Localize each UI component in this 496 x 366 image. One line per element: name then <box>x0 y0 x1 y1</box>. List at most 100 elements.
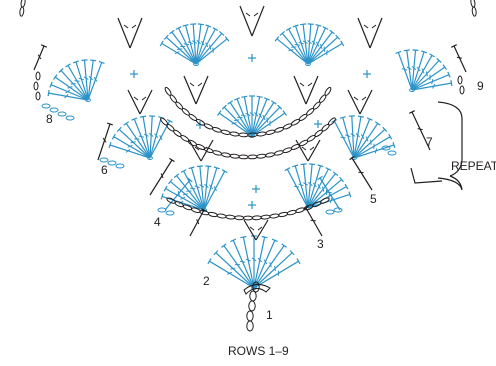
stitch-cross <box>341 137 346 138</box>
chain-stitch <box>166 211 174 215</box>
row-label-3: 3 <box>317 238 324 250</box>
row-9-v-3 <box>358 18 382 48</box>
stitch-top <box>183 25 189 27</box>
stitch-top <box>221 244 226 248</box>
stitch-top <box>54 75 58 80</box>
v-cross <box>308 83 312 86</box>
stitch-post <box>190 210 204 236</box>
fan-stitch <box>354 122 380 158</box>
chain-stitch <box>158 208 166 212</box>
stitch-cross <box>190 188 195 189</box>
single-crochet-mark <box>252 185 260 193</box>
single-crochet-mark <box>248 201 256 209</box>
row-6-fan-right <box>332 116 395 160</box>
stitch-top <box>90 60 96 61</box>
row-5-edge <box>350 156 373 190</box>
v-cross <box>190 83 194 86</box>
stitch-post <box>254 261 299 288</box>
stitch-cross <box>311 220 316 221</box>
chain-stitch <box>239 133 248 137</box>
chain-stitch <box>470 0 475 7</box>
stitch-top <box>404 50 410 51</box>
chain-stitch <box>334 208 342 212</box>
stitch-cross <box>71 84 76 85</box>
v-right <box>130 18 142 48</box>
chain-stitch <box>274 126 284 133</box>
stitch-cross <box>432 79 433 84</box>
row-7-edge <box>98 123 113 160</box>
fan-stitch <box>308 35 340 64</box>
chain-stitch <box>235 216 244 220</box>
v-cross <box>362 97 366 100</box>
stitch-cross <box>294 186 299 187</box>
chain-stitch <box>248 155 257 159</box>
stitch-cross <box>131 142 136 143</box>
stitch-top <box>413 50 419 51</box>
stitch-top <box>340 117 346 119</box>
row-9-right-edge <box>426 0 477 16</box>
stitch-top <box>262 237 268 238</box>
chain-stitch <box>472 7 477 17</box>
blue-stitch-layer <box>42 24 452 290</box>
chain-stitch <box>230 154 240 159</box>
chain-stitch <box>270 213 280 218</box>
chain-stitch <box>388 151 396 155</box>
stitch-cross <box>402 69 407 70</box>
chain-stitch <box>100 158 108 162</box>
stitch-cross <box>184 44 189 45</box>
chain-stitch <box>20 0 25 7</box>
chain-stitch <box>230 131 240 136</box>
row-label-1: 1 <box>266 309 273 321</box>
v-cross <box>124 25 128 28</box>
v-left <box>118 18 130 48</box>
chain-stitch <box>265 152 275 157</box>
row-9-edge <box>34 45 47 70</box>
v-right <box>140 90 152 114</box>
stitch-top <box>358 116 364 117</box>
stitch-top <box>197 166 203 167</box>
v-left <box>128 90 140 114</box>
stitch-top <box>451 80 452 86</box>
row-9-v-1 <box>118 18 142 48</box>
chain-stitch <box>36 72 40 80</box>
fan-stitch <box>164 35 196 64</box>
stitch-top <box>309 164 315 165</box>
stitch-top <box>271 101 276 104</box>
chain-stitch <box>208 212 218 218</box>
stitch-cross <box>139 136 144 137</box>
v-cross <box>310 147 314 150</box>
row-7-v-4 <box>348 90 372 114</box>
v-cross <box>134 97 138 100</box>
single-crochet-mark <box>130 70 138 78</box>
row-9-left-edge <box>19 0 70 16</box>
fan-stitch <box>412 54 435 90</box>
row-8-fan-2 <box>160 24 229 66</box>
stitch-post <box>352 158 372 190</box>
fan-stitch <box>65 64 88 100</box>
chain-stitch <box>239 155 248 159</box>
stitch-post <box>306 208 322 236</box>
stitch-post <box>166 37 196 64</box>
chain-stitch <box>295 207 305 213</box>
fan-stitch <box>112 134 150 158</box>
row-9-edge <box>451 45 466 72</box>
chain-stitch <box>261 215 271 220</box>
stitch-cross <box>275 266 276 271</box>
stitch-cross <box>231 268 236 269</box>
stitch-cross <box>183 194 188 195</box>
v-right <box>306 76 318 104</box>
stitch-top <box>375 122 380 125</box>
stitch-post <box>254 240 275 288</box>
chain-stitch <box>212 126 222 133</box>
chain-stitch <box>58 112 66 116</box>
stitch-cross <box>210 45 211 50</box>
chain-stitch <box>243 216 252 220</box>
v-cross <box>364 25 368 28</box>
v-cross <box>254 13 258 16</box>
chain-stitch <box>247 321 253 331</box>
stitch-cross <box>457 57 462 58</box>
stitch-cross <box>241 115 246 116</box>
stitch-top <box>316 25 322 27</box>
stitch-top <box>283 111 287 116</box>
